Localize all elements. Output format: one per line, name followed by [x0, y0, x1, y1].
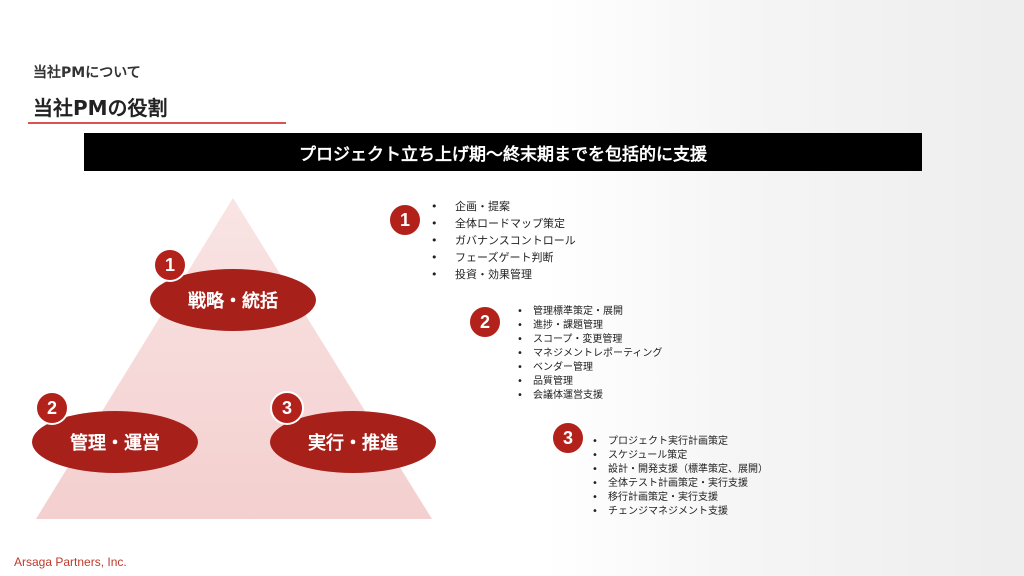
list-item: 企画・提案: [431, 198, 576, 215]
company-footer: Arsaga Partners, Inc.: [14, 555, 127, 569]
list-item: 進捗・課題管理: [517, 319, 662, 333]
list-3: プロジェクト実行計画策定 スケジュール策定 設計・開発支援（標準策定、展開） 全…: [592, 435, 768, 519]
list-number-2: 2: [468, 305, 502, 339]
list-item: 全体テスト計画策定・実行支援: [592, 477, 768, 491]
list-item: ベンダー管理: [517, 361, 662, 375]
role-number-2: 2: [35, 391, 69, 425]
list-item: 管理標準策定・展開: [517, 305, 662, 319]
list-item: プロジェクト実行計画策定: [592, 435, 768, 449]
list-item: ガバナンスコントロール: [431, 232, 576, 249]
list-item: チェンジマネジメント支援: [592, 505, 768, 519]
page-title: 当社PMの役割: [33, 96, 168, 120]
list-item: スケジュール策定: [592, 449, 768, 463]
list-item: フェーズゲート判断: [431, 249, 576, 266]
list-item: マネジメントレポーティング: [517, 347, 662, 361]
list-2: 管理標準策定・展開 進捗・課題管理 スコープ・変更管理 マネジメントレポーティン…: [517, 305, 662, 403]
list-1: 企画・提案 全体ロードマップ策定 ガバナンスコントロール フェーズゲート判断 投…: [431, 198, 576, 283]
list-item: 設計・開発支援（標準策定、展開）: [592, 463, 768, 477]
role-management: 管理・運営: [32, 411, 198, 473]
list-item: 会議体運営支援: [517, 389, 662, 403]
list-item: スコープ・変更管理: [517, 333, 662, 347]
list-item: 全体ロードマップ策定: [431, 215, 576, 232]
list-item: 品質管理: [517, 375, 662, 389]
list-number-3: 3: [551, 421, 585, 455]
title-underline: [28, 122, 286, 124]
list-item: 投資・効果管理: [431, 266, 576, 283]
list-item: 移行計画策定・実行支援: [592, 491, 768, 505]
list-number-1: 1: [388, 203, 422, 237]
role-execution: 実行・推進: [270, 411, 436, 473]
banner: プロジェクト立ち上げ期～終末期までを包括的に支援: [84, 133, 922, 171]
role-number-1: 1: [153, 248, 187, 282]
section-label: 当社PMについて: [33, 65, 141, 81]
role-number-3: 3: [270, 391, 304, 425]
